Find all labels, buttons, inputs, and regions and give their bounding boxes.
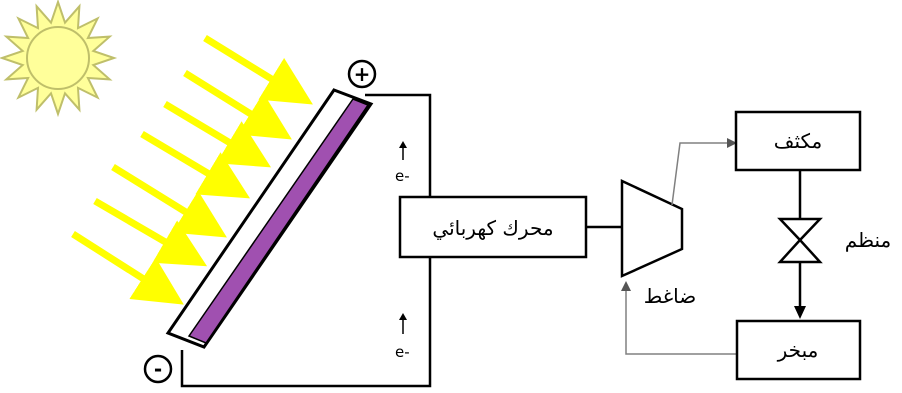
evaporator-label: مبخر — [777, 338, 819, 362]
compressor — [620, 179, 684, 278]
motor-label: محرك كهربائي — [432, 216, 553, 241]
electron-flow-bottom: e- — [395, 313, 410, 361]
evaporator: مبخر — [735, 319, 862, 381]
sunlight-ray — [203, 35, 313, 105]
svg-text:+: + — [354, 62, 371, 86]
sun-icon — [0, 0, 118, 118]
negative-terminal: - — [143, 354, 173, 384]
positive-terminal: + — [347, 59, 377, 89]
electric-motor: محرك كهربائي — [398, 195, 588, 259]
refrigerant-lines — [621, 138, 737, 355]
regulator-label: منظم — [845, 228, 891, 252]
sunlight-rays — [71, 35, 313, 305]
compressor-label: ضاغط — [644, 284, 697, 308]
sunlight-ray — [93, 197, 208, 267]
electrical-circuit — [180, 93, 622, 388]
expansion-valve-icon — [777, 217, 823, 264]
svg-text:e-: e- — [395, 167, 410, 185]
line-compressor-to-condenser — [671, 138, 737, 206]
electron-flow-top: e- — [395, 141, 410, 185]
flow-arrowhead — [794, 306, 806, 319]
sunlight-ray — [140, 130, 251, 199]
line-evaporator-to-compressor — [621, 281, 737, 355]
solar-panel — [165, 88, 374, 349]
sunlight-ray — [71, 231, 184, 305]
condenser: مكثف — [734, 110, 862, 172]
wire-bottom — [180, 257, 432, 388]
svg-text:e-: e- — [395, 343, 410, 361]
svg-text:-: - — [154, 357, 162, 381]
condenser-label: مكثف — [774, 129, 823, 153]
wire-top — [365, 93, 432, 197]
